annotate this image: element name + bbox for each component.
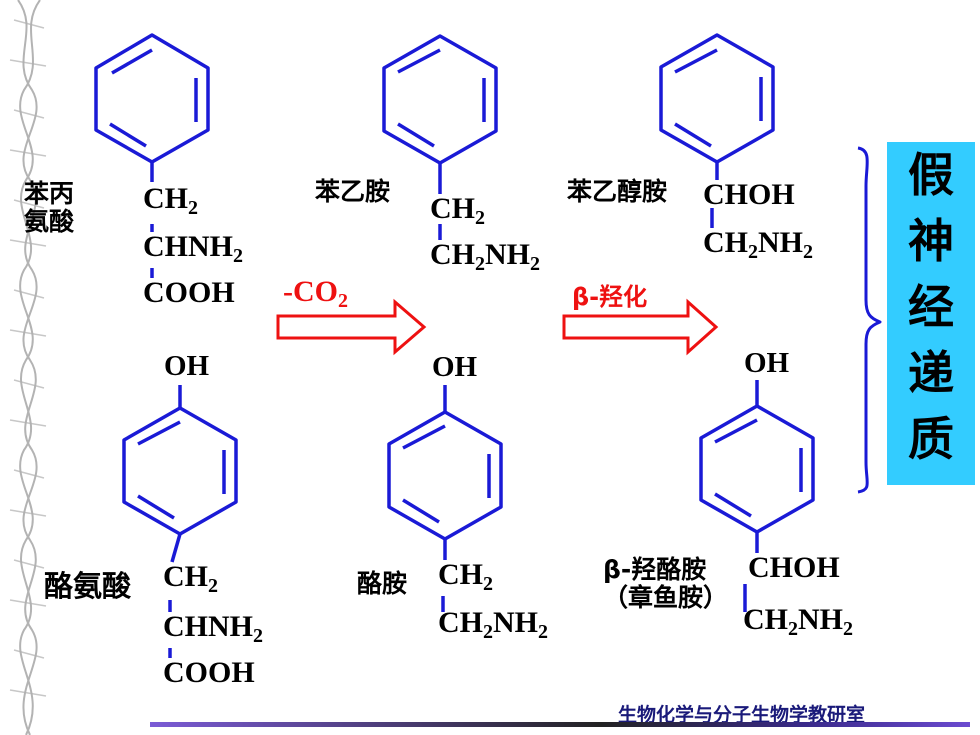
octopamine-ch2nh2: CH2NH2 [743, 603, 853, 640]
label-phenylalanine: 苯丙 氨酸 [24, 179, 75, 236]
reaction-label-decarboxylation: -CO2 [283, 275, 348, 312]
benzene-ring-tyramine [387, 385, 503, 612]
reaction-label-hydroxylation: β-羟化 [572, 283, 648, 311]
phenylalanine-cooh: COOH [143, 276, 235, 309]
phenylethanolamine-choh: CHOH [703, 178, 795, 211]
label-phenylethanolamine: 苯乙醇胺 [567, 177, 668, 206]
octopamine-oh: OH [744, 347, 790, 379]
department-footer: 生物化学与分子生物学教研室 [618, 704, 866, 726]
benzene-ring-phenylethylamine [382, 34, 498, 240]
tyramine-oh: OH [432, 351, 478, 383]
arrow-hydroxylation [562, 298, 719, 356]
benzene-ring-tyrosine [122, 385, 238, 658]
tyramine-ch2: CH2 [438, 558, 493, 595]
footer-bar [150, 722, 970, 727]
arrow-decarboxylation [276, 298, 427, 356]
benzene-ring-phenylalanine [94, 33, 210, 278]
dna-helix-decoration [9, 0, 47, 735]
octopamine-choh: CHOH [748, 551, 840, 584]
phenylethylamine-ch2nh2: CH2NH2 [430, 238, 540, 275]
phenylethylamine-ch2: CH2 [430, 192, 485, 229]
tyrosine-chnh2: CHNH2 [163, 610, 263, 647]
banner-char: 质 [908, 412, 954, 466]
tyrosine-ch2: CH2 [163, 560, 218, 597]
label-phenylethylamine: 苯乙胺 [315, 177, 391, 206]
right-brace [857, 146, 882, 494]
label-tyrosine: 酪氨酸 [44, 569, 132, 603]
banner-char: 递 [908, 346, 954, 400]
tyrosine-oh: OH [164, 350, 210, 382]
label-tyramine: 酪胺 [357, 569, 408, 598]
phenylethanolamine-ch2nh2: CH2NH2 [703, 226, 813, 263]
phenylalanine-chnh2: CHNH2 [143, 230, 243, 267]
benzene-ring-phenylethanolamine [659, 33, 775, 228]
label-octopamine: β-羟酪胺 （章鱼胺） [603, 555, 729, 612]
phenylalanine-ch2: CH2 [143, 182, 198, 219]
banner-char: 假 [908, 148, 954, 202]
banner-char: 神 [908, 214, 954, 268]
tyramine-ch2nh2: CH2NH2 [438, 606, 548, 643]
tyrosine-cooh: COOH [163, 656, 255, 689]
false-neurotransmitter-banner: 假 神 经 递 质 [887, 142, 975, 485]
banner-char: 经 [908, 280, 954, 334]
benzene-ring-octopamine [699, 380, 815, 612]
